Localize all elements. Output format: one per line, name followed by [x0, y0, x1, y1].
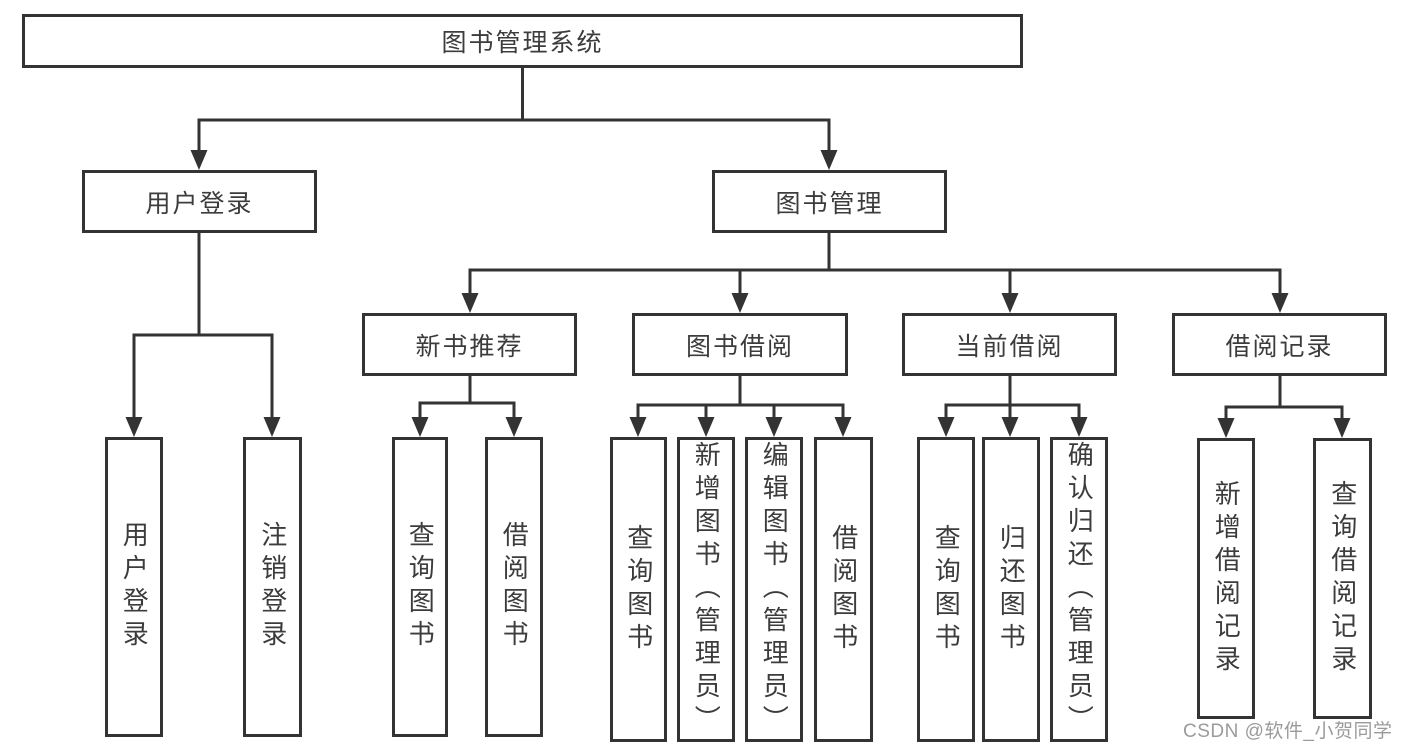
arrowheads [125, 150, 1351, 438]
leaf-logout: 注销登录 [243, 437, 302, 737]
node-user-login: 用户登录 [82, 170, 317, 233]
leaf-add-books-admin: 新增图书（管理员） [677, 437, 735, 742]
edge-root-to-level2 [197, 66, 831, 152]
edge-user-login-children [132, 231, 274, 419]
leaf-edit-books-admin: 编辑图书（管理员） [745, 437, 803, 742]
leaf-confirm-return-admin: 确认归还（管理员） [1050, 437, 1108, 742]
leaf-borrow-books-borrowing: 借阅图书 [814, 437, 873, 742]
node-current-borrowing: 当前借阅 [902, 313, 1117, 376]
leaf-return-books: 归还图书 [982, 437, 1040, 742]
edge-book-borrow-children [636, 374, 845, 419]
leaf-query-books-current: 查询图书 [917, 437, 975, 742]
leaf-query-borrow-record: 查询借阅记录 [1313, 438, 1372, 719]
leaf-query-books-borrowing: 查询图书 [610, 437, 667, 742]
leaf-query-books-recommend: 查询图书 [392, 437, 448, 737]
node-book-borrowing: 图书借阅 [632, 313, 848, 376]
leaf-user-login: 用户登录 [105, 437, 163, 737]
leaf-add-borrow-record: 新增借阅记录 [1197, 438, 1255, 719]
node-new-book-recommend: 新书推荐 [362, 313, 577, 376]
edge-book-mgmt-children [468, 231, 1282, 295]
node-book-management: 图书管理 [712, 170, 947, 233]
node-borrow-records: 借阅记录 [1172, 313, 1387, 376]
node-library-system: 图书管理系统 [22, 14, 1023, 68]
edge-new-book-children [418, 375, 516, 419]
watermark: CSDN @软件_小贺同学 [1183, 721, 1393, 742]
edge-current-borrow-children [944, 374, 1081, 419]
edge-borrow-records-children [1224, 374, 1344, 420]
leaf-borrow-books-recommend: 借阅图书 [485, 437, 543, 737]
